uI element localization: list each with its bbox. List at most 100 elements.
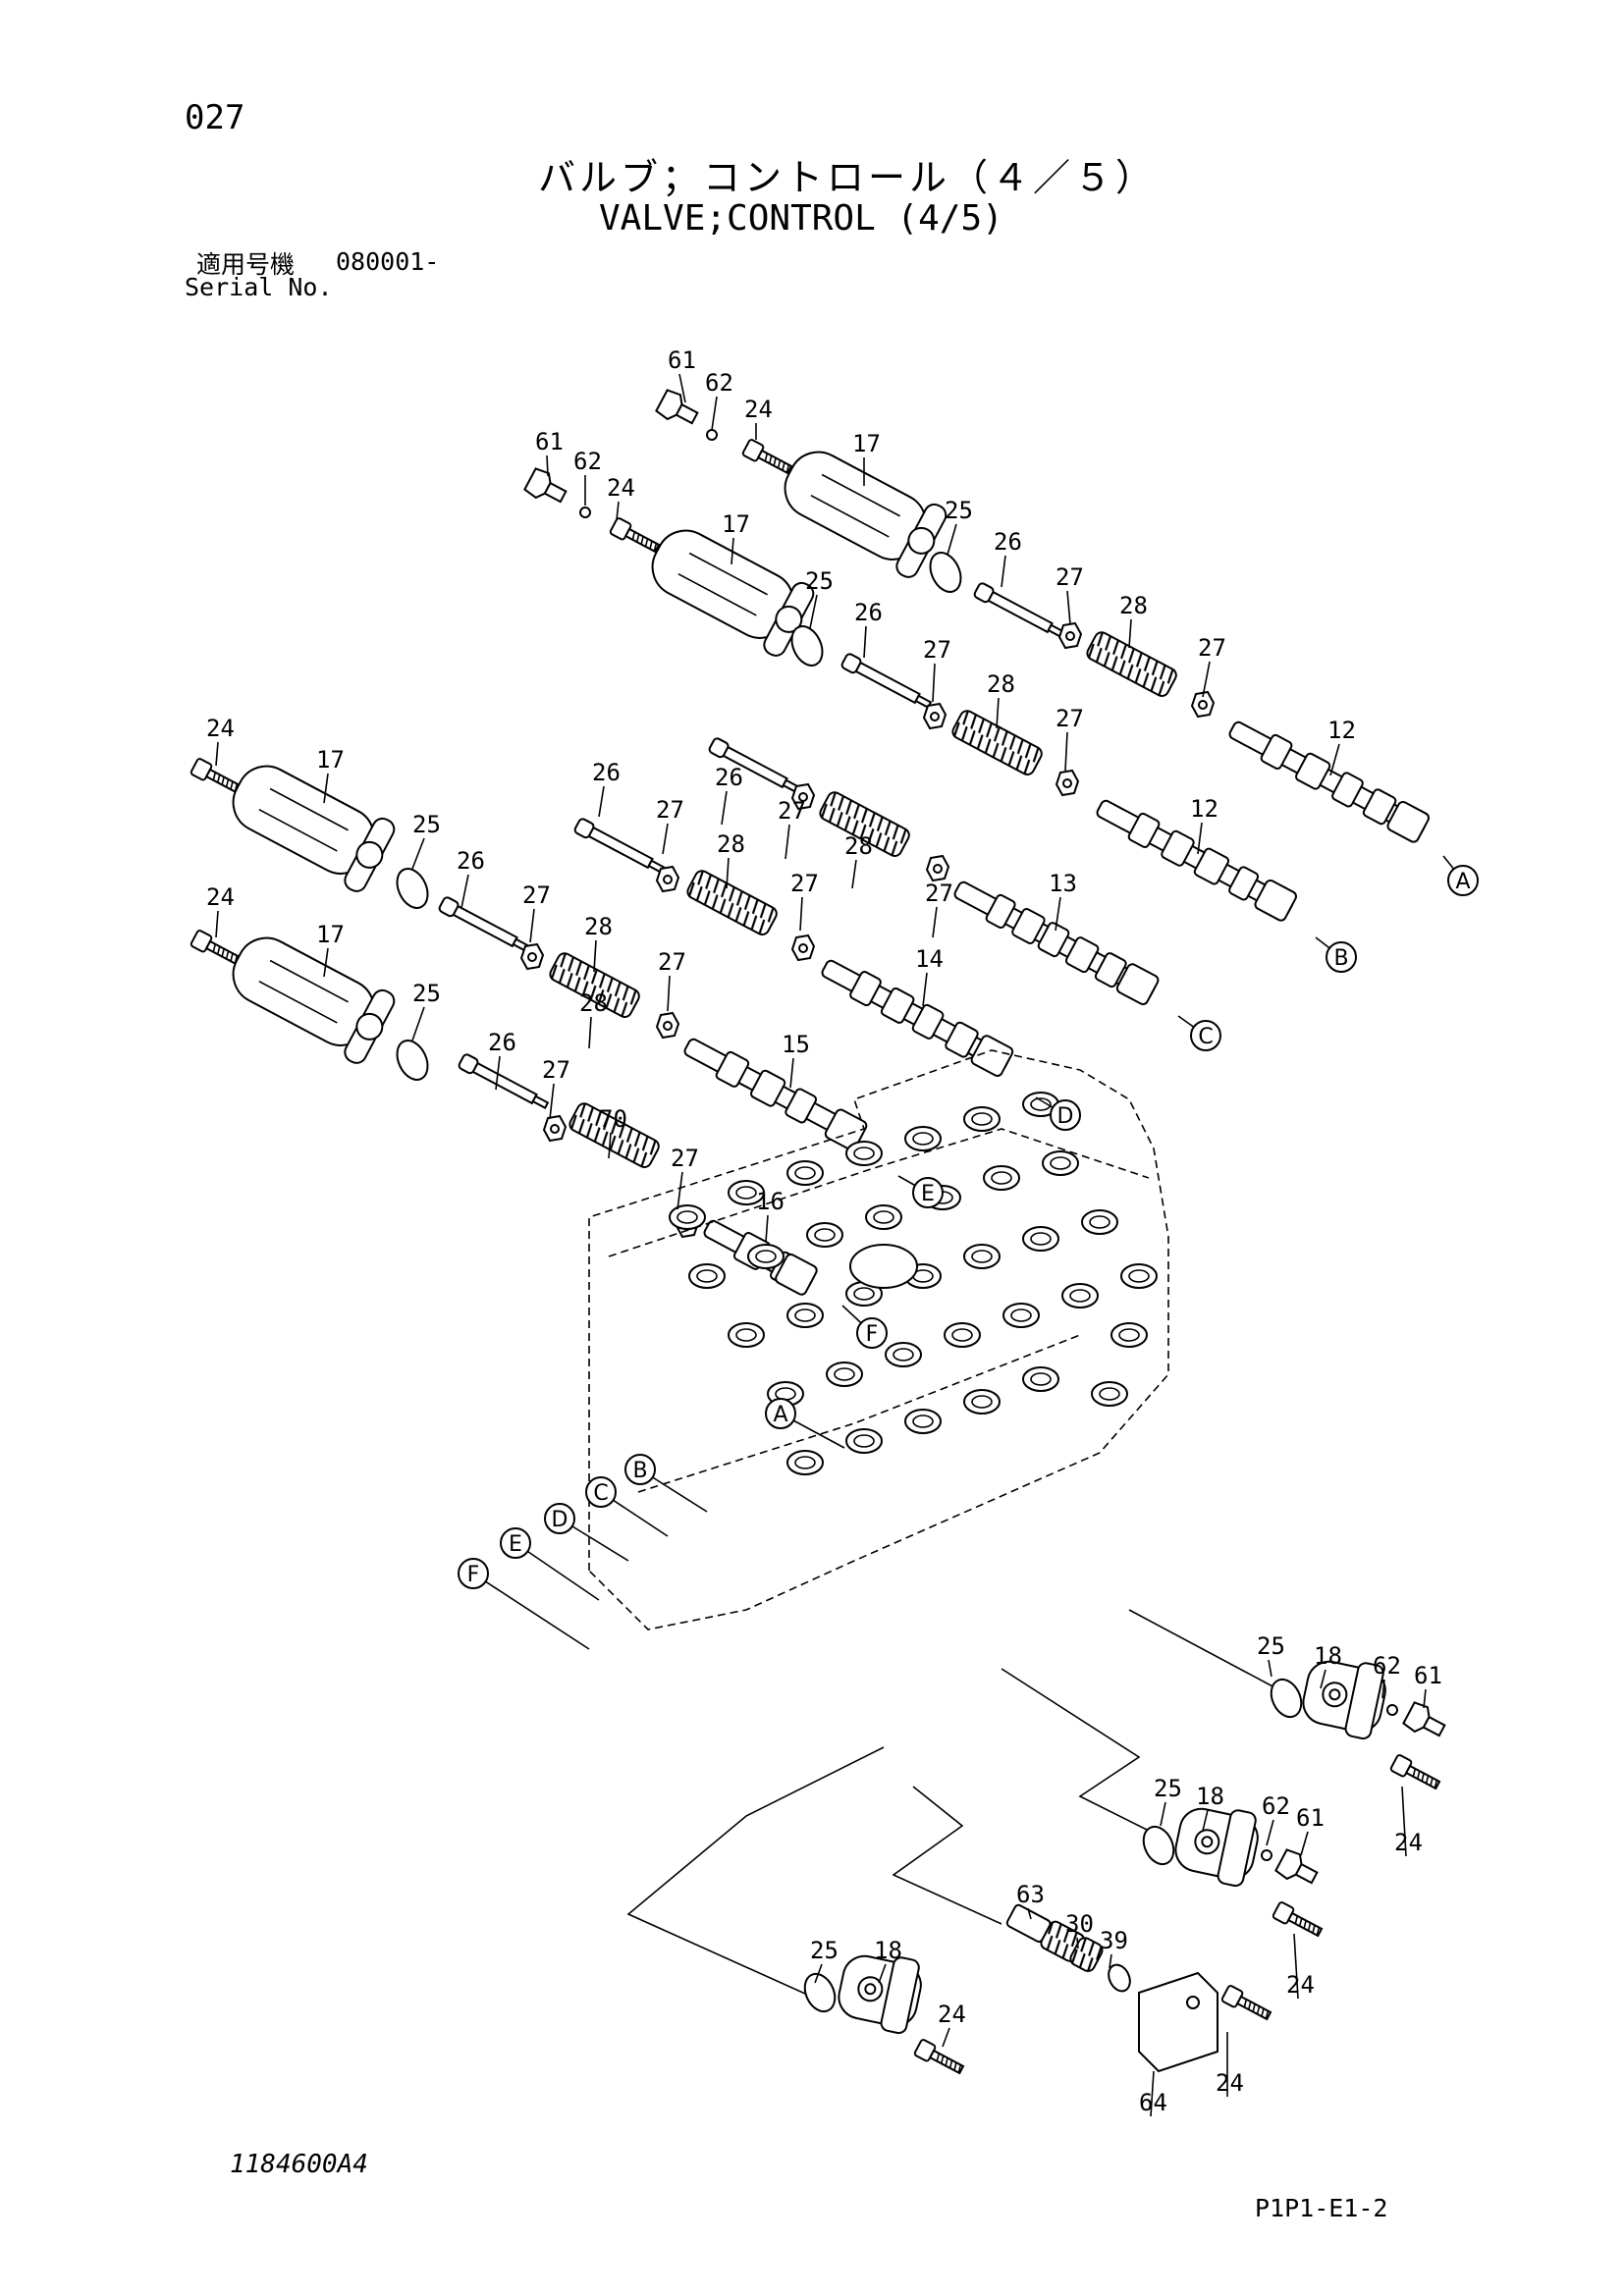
part-number-62: 62 — [1262, 1792, 1290, 1820]
assembly-line — [892, 1786, 1002, 1925]
leader-line — [996, 697, 1000, 729]
part-number-27: 27 — [1056, 563, 1084, 591]
part-number-14: 14 — [915, 945, 944, 973]
reference-circle-C — [585, 1476, 617, 1508]
reference-letter-A: A — [773, 1403, 787, 1427]
o-ring — [1108, 1963, 1131, 1993]
spring — [549, 952, 640, 1018]
leader-line — [947, 523, 957, 556]
leader-line — [529, 908, 535, 943]
part-number-62: 62 — [1373, 1652, 1401, 1680]
spring-seat — [1190, 690, 1216, 719]
leader-line — [215, 741, 219, 767]
reference-circle-E — [912, 1177, 944, 1208]
leader-line — [1001, 555, 1006, 588]
leader-line — [495, 1055, 501, 1091]
part-number-28: 28 — [844, 832, 873, 860]
leader-line — [1055, 896, 1061, 932]
spring-cover — [232, 936, 396, 1064]
part-number-39: 39 — [1100, 1927, 1128, 1954]
leader-line — [593, 939, 597, 973]
part-number-27: 27 — [778, 797, 806, 825]
part-number-28: 28 — [579, 989, 608, 1017]
spool — [683, 1038, 868, 1151]
part-number-27: 27 — [522, 881, 551, 909]
spring-seat — [1055, 769, 1080, 797]
part-number-12: 12 — [1190, 795, 1218, 823]
leader-line — [731, 537, 734, 565]
part-number-26: 26 — [488, 1029, 516, 1056]
part-number-28: 28 — [717, 830, 745, 858]
spool — [953, 881, 1160, 1005]
part-number-24: 24 — [744, 396, 773, 423]
part-number-25: 25 — [412, 811, 441, 838]
reference-letter-D: D — [1057, 1104, 1074, 1129]
spring — [819, 791, 910, 857]
part-number-25: 25 — [810, 1937, 839, 1964]
part-number-27: 27 — [1198, 634, 1226, 662]
part-number-62: 62 — [705, 369, 733, 397]
leader-line — [411, 1006, 425, 1041]
o-ring — [929, 552, 962, 593]
socket-bolt — [1389, 1754, 1441, 1790]
leader-line — [785, 824, 790, 860]
o-ring — [1142, 1825, 1175, 1866]
part-number-61: 61 — [1296, 1804, 1325, 1832]
reference-circle-B — [1326, 941, 1357, 973]
spring-seat — [1057, 621, 1083, 650]
leader-line — [851, 859, 857, 889]
spring — [1086, 631, 1177, 697]
cover-18b — [1174, 1807, 1259, 1888]
spring-seat — [655, 1011, 680, 1040]
part-number-26: 26 — [994, 528, 1022, 556]
plug — [1274, 1848, 1319, 1885]
cap-64 — [1138, 1971, 1218, 2073]
reference-circle-E — [500, 1527, 531, 1559]
serial-label-english: Serial No. — [185, 273, 333, 301]
leader-line — [789, 1057, 794, 1089]
drawing-number: 1184600A4 — [230, 2150, 368, 2179]
part-number-25: 25 — [1257, 1632, 1285, 1660]
leader-line — [863, 625, 867, 659]
spring-seat — [790, 782, 816, 811]
spring-seat — [922, 702, 947, 730]
o-ring — [1270, 1678, 1303, 1719]
leader-line — [726, 857, 730, 889]
leader-line — [608, 1132, 612, 1159]
spring-stopper — [573, 818, 666, 875]
reference-letter-C: C — [593, 1481, 608, 1506]
title-english: VALVE;CONTROL (4/5) — [599, 198, 1003, 239]
socket-bolt — [1220, 1985, 1272, 2021]
reference-letter-A: A — [1455, 870, 1470, 894]
part-number-17: 17 — [852, 430, 881, 457]
leader-line — [878, 1963, 887, 1984]
leader-line — [411, 837, 425, 870]
spring-stopper — [458, 1053, 550, 1110]
part-number-63: 63 — [1016, 1881, 1045, 1908]
part-number-24: 24 — [1394, 1829, 1423, 1856]
leader-line — [1293, 1933, 1299, 2000]
leader-line — [1150, 2070, 1155, 2117]
leader-line — [616, 501, 620, 521]
o-ring — [396, 868, 429, 909]
page-number: 027 — [185, 98, 245, 137]
leader-line — [1329, 743, 1340, 776]
leader-line — [678, 373, 686, 403]
leader-line — [1064, 731, 1068, 772]
reference-circle-B — [624, 1454, 656, 1485]
assembly-line — [1001, 1668, 1160, 1837]
part-number-26: 26 — [457, 847, 485, 875]
cover-18c — [838, 1954, 922, 2035]
part-number-28: 28 — [584, 913, 613, 940]
reference-letter-D: D — [552, 1508, 568, 1532]
part-number-18: 18 — [1314, 1642, 1342, 1670]
o-ring — [579, 507, 591, 518]
leader-line — [1423, 1688, 1427, 1709]
leader-line — [942, 2027, 950, 2048]
leader-line — [1027, 1907, 1032, 1920]
spring-seat — [790, 934, 816, 962]
o-ring — [1386, 1704, 1398, 1716]
o-ring — [396, 1040, 429, 1081]
assembly-line — [1128, 1609, 1277, 1689]
